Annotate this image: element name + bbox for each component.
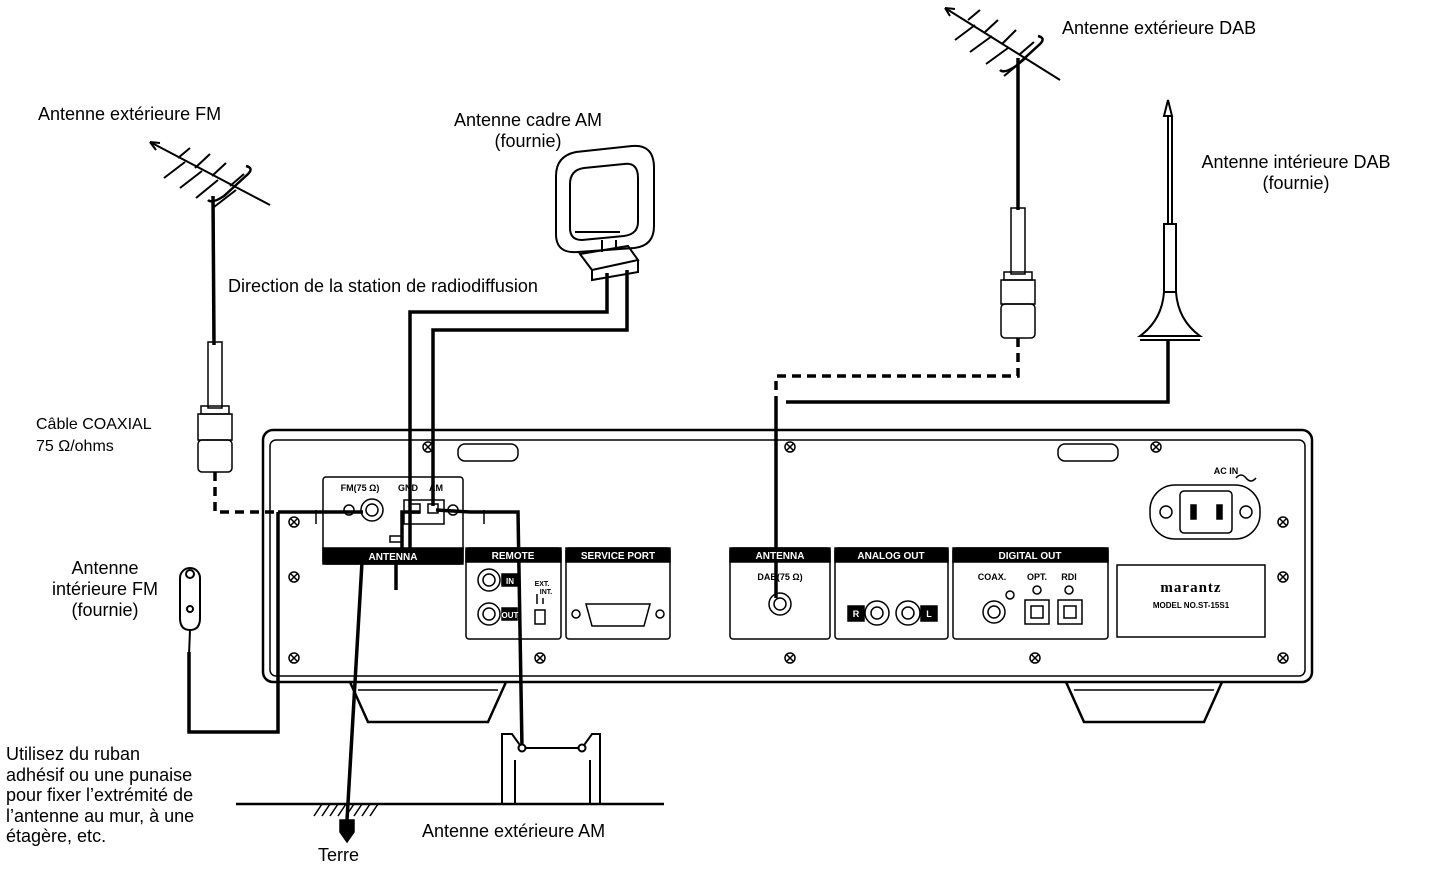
antenna-dab-block — [729, 547, 831, 640]
remote-panel-label: REMOTE — [492, 551, 535, 562]
am-loop-label-line2: (fournie) — [494, 131, 562, 151]
tape-instruction-line4: l’antenne au mur, à une — [6, 805, 195, 826]
tape-instruction-line2: adhésif ou une punaise — [6, 764, 193, 785]
screw-icons — [288, 441, 1289, 664]
fm-indoor-cable — [187, 512, 280, 734]
opt-label: OPT. — [1027, 572, 1047, 582]
remote-block — [465, 547, 562, 640]
coax-cable-label-line1: Câble COAXIAL — [36, 416, 152, 433]
fm-outdoor-label: Antenne extérieure FM — [38, 104, 222, 124]
antenna-panel-label: ANTENNA — [369, 552, 418, 563]
service-port-label: SERVICE PORT — [581, 551, 655, 562]
rear-panel — [261, 428, 1314, 724]
model-label: MODEL NO.ST-15S1 — [1153, 601, 1230, 610]
coax-cable-label-line2: 75 Ω/ohms — [36, 438, 114, 455]
fm-indoor-label-line3: (fournie) — [71, 600, 139, 620]
am-label: AM — [429, 483, 443, 493]
fm-indoor-label-line2: intérieure FM — [51, 579, 159, 599]
analog-l-label: L — [926, 609, 932, 619]
fm-indoor-label: Antenne intérieure FM (fournie) — [40, 558, 170, 621]
service-port-block — [565, 547, 671, 640]
tape-instruction-line3: pour fixer l’extrémité de — [6, 785, 194, 805]
dab-indoor-antenna-icon — [1136, 99, 1204, 341]
tape-instruction-line1: Utilisez du ruban — [6, 744, 141, 764]
brand-logo: marantz — [1160, 580, 1221, 596]
dab-outdoor-antenna-icon — [944, 7, 1061, 339]
dab-indoor-label-line1: Antenne intérieure DAB — [1201, 152, 1391, 172]
int-label: INT. — [540, 589, 553, 596]
am-loop-label: Antenne cadre AM (fournie) — [418, 110, 638, 152]
dab-indoor-label-line2: (fournie) — [1262, 173, 1330, 193]
ac-inlet — [1149, 474, 1261, 540]
am-loop-label-line1: Antenne cadre AM — [453, 110, 603, 130]
panel-labels: ANTENNA FM(75 Ω) GND AM REMOTE IN OUT EX… — [341, 466, 1239, 620]
fm-indoor-antenna-icon — [179, 567, 201, 656]
coax-label: COAX. — [978, 572, 1007, 582]
tape-instruction: Utilisez du ruban adhésif ou une punaise… — [6, 744, 194, 847]
am-outdoor-antenna-icon — [501, 733, 601, 804]
ground-terminal-icon — [339, 819, 355, 844]
ac-in-label: AC IN — [1214, 466, 1239, 476]
am-loop-antenna-icon — [555, 144, 655, 282]
gnd-label: GND — [398, 483, 419, 493]
dab-indoor-cable — [786, 340, 1170, 404]
fm-indoor-label-line1: Antenne — [71, 558, 139, 578]
dab-indoor-label: Antenne intérieure DAB (fournie) — [1180, 152, 1412, 194]
coax-cable-label: Câble COAXIAL 75 Ω/ohms — [36, 414, 152, 458]
am-loop-cables — [394, 270, 629, 590]
digital-out-block — [952, 547, 1109, 640]
dab-outdoor-cable — [774, 338, 1020, 598]
wall-line — [236, 802, 664, 817]
am-outdoor-cable — [435, 508, 524, 749]
fm-coax-cable — [213, 472, 363, 514]
analog-out-block — [834, 547, 949, 640]
analog-out-label: ANALOG OUT — [857, 551, 924, 562]
am-outdoor-label: Antenne extérieure AM — [422, 821, 606, 841]
ground-wire — [345, 510, 420, 821]
direction-label: Direction de la station de radiodiffusio… — [228, 276, 540, 297]
digital-out-label: DIGITAL OUT — [999, 551, 1062, 562]
antenna-dab-panel-label: ANTENNA — [756, 551, 805, 562]
remote-out-label: OUT — [502, 611, 519, 620]
ext-label: EXT. — [535, 581, 550, 588]
fm-outdoor-antenna-icon — [149, 141, 271, 473]
analog-r-label: R — [853, 609, 860, 619]
dab75-label: DAB(75 Ω) — [757, 572, 802, 582]
model-plate — [1116, 564, 1266, 638]
fm75-label: FM(75 Ω) — [341, 483, 380, 493]
remote-in-label: IN — [506, 577, 514, 586]
dab-outdoor-label: Antenne extérieure DAB — [1062, 18, 1257, 38]
rdi-label: RDI — [1061, 572, 1077, 582]
ground-label: Terre — [318, 845, 360, 865]
tape-instruction-line5: étagère, etc. — [6, 826, 107, 846]
